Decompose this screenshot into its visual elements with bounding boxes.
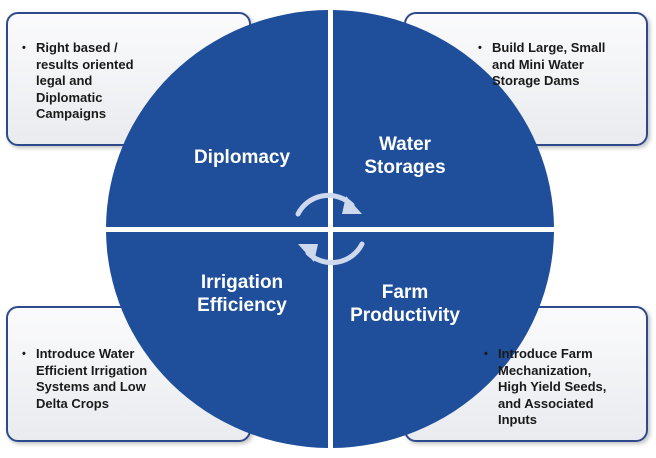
water-storages-bullet: • Build Large, Small and Mini Water Stor… bbox=[478, 40, 646, 90]
farm-productivity-bullet: • Introduce Farm Mechanization, High Yie… bbox=[484, 346, 644, 429]
water-storages-bullet-text: Build Large, Small and Mini Water Storag… bbox=[492, 40, 606, 88]
quadrant-water-storages bbox=[333, 10, 554, 227]
farm-productivity-label: Farm Productivity bbox=[350, 282, 460, 326]
irrigation-efficiency-bullet: • Introduce Water Efficient Irrigation S… bbox=[22, 346, 212, 412]
diplomacy-label: Diplomacy bbox=[193, 147, 291, 168]
quadrant-farm-productivity bbox=[333, 232, 554, 448]
irrigation-efficiency-label: Irrigation Efficiency bbox=[197, 272, 287, 316]
diplomacy-bullet: • Right based / results oriented legal a… bbox=[22, 40, 152, 123]
diplomacy-bullet-text: Right based / results oriented legal and… bbox=[36, 40, 134, 121]
quadrant-diplomacy bbox=[106, 10, 328, 227]
quadrant-irrigation-efficiency bbox=[106, 232, 328, 448]
cycle-arrows-icon bbox=[295, 192, 365, 266]
bullet-dot: • bbox=[484, 348, 488, 360]
bullet-dot: • bbox=[22, 348, 26, 360]
farm-productivity-bullet-text: Introduce Farm Mechanization, High Yield… bbox=[498, 346, 607, 427]
bullet-dot: • bbox=[22, 42, 26, 54]
irrigation-efficiency-bullet-text: Introduce Water Efficient Irrigation Sys… bbox=[36, 346, 148, 411]
water-storages-label: Water Storages bbox=[364, 134, 446, 178]
bullet-dot: • bbox=[478, 42, 482, 54]
